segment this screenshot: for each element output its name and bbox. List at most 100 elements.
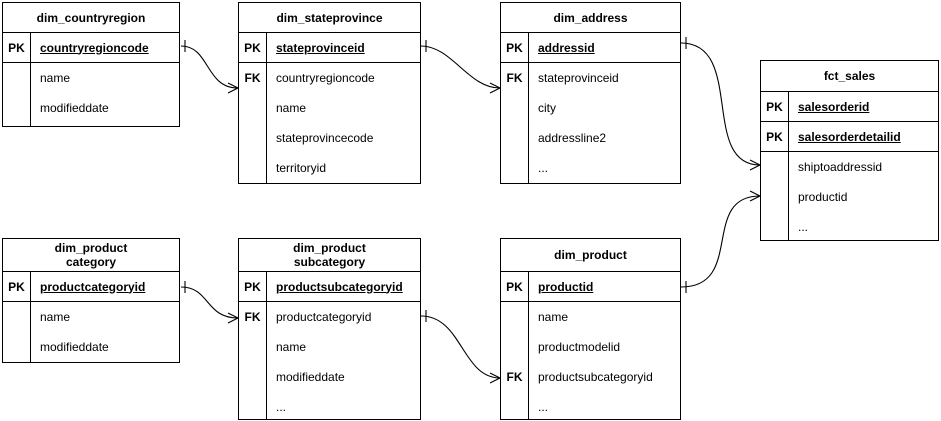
- entity-attributes: name modifieddate: [3, 302, 179, 362]
- key-name-text: salesorderdetailid: [798, 129, 901, 144]
- entity-key-row[interactable]: PK productsubcategoryid: [239, 272, 420, 302]
- attribute-name: territoryid: [276, 161, 327, 175]
- attribute-names: stateprovinceid city addressline2 ...: [529, 63, 680, 183]
- attribute-tag: FK: [244, 310, 261, 324]
- entity-attributes: FK stateprovinceid city addressline2 ...: [501, 63, 680, 183]
- attribute-name: name: [40, 310, 71, 324]
- key-tag: PK: [239, 33, 267, 62]
- attribute-name: name: [276, 101, 307, 115]
- entity-title: dim_product category: [3, 239, 179, 272]
- attribute-tag: [501, 93, 528, 123]
- key-tag: PK: [3, 272, 31, 301]
- key-name: salesorderid: [789, 92, 938, 121]
- entity-dim-address[interactable]: dim_address PK addressid FK stateprovinc…: [500, 2, 681, 184]
- attribute-tag: [501, 332, 528, 362]
- entity-attributes: FK productcategoryid name modifieddate .…: [239, 302, 420, 419]
- key-name-text: productcategoryid: [40, 279, 146, 294]
- key-name: countryregioncode: [31, 33, 179, 62]
- entity-dim-stateprovince[interactable]: dim_stateprovince PK stateprovinceid FK …: [238, 2, 421, 184]
- attribute-name: city: [538, 101, 556, 115]
- key-tag: PK: [3, 33, 31, 62]
- key-name-text: stateprovinceid: [276, 40, 365, 55]
- key-tag: PK: [761, 92, 789, 121]
- attribute-tag: [239, 362, 266, 392]
- attribute-names: name productmodelid productsubcategoryid…: [529, 302, 680, 419]
- attribute-name: productmodelid: [538, 340, 621, 354]
- entity-key-row[interactable]: PK productcategoryid: [3, 272, 179, 302]
- entity-key-row[interactable]: PK addressid: [501, 33, 680, 63]
- attribute-tag: [239, 93, 266, 123]
- key-name: productcategoryid: [31, 272, 179, 301]
- entity-dim-productsubcategory[interactable]: dim_product subcategory PK productsubcat…: [238, 238, 421, 420]
- attribute-tag: [761, 182, 788, 212]
- attribute-name: stateprovincecode: [276, 131, 374, 145]
- entity-title: dim_stateprovince: [239, 3, 420, 33]
- connector-product-fctsales: [680, 190, 761, 293]
- entity-key-row[interactable]: PK countryregioncode: [3, 33, 179, 63]
- attribute-tag: FK: [506, 370, 523, 384]
- attribute-names: shiptoaddressid productid ...: [789, 152, 938, 241]
- entity-key-row[interactable]: PK salesorderdetailid: [761, 122, 938, 152]
- entity-attributes: name modifieddate: [3, 63, 179, 126]
- attribute-name: modifieddate: [276, 370, 345, 384]
- attribute-name: ...: [798, 220, 809, 234]
- attribute-tag: [501, 302, 528, 332]
- attribute-names: name modifieddate: [31, 302, 179, 362]
- attribute-names: productcategoryid name modifieddate ...: [267, 302, 420, 419]
- entity-title: dim_product: [501, 239, 680, 272]
- attribute-tags: [3, 63, 31, 126]
- entity-key-row[interactable]: PK productid: [501, 272, 680, 302]
- entity-dim-productcategory[interactable]: dim_product category PK productcategoryi…: [2, 238, 180, 363]
- entity-title: dim_countryregion: [3, 3, 179, 33]
- attribute-tag: FK: [506, 71, 523, 85]
- attribute-tags: FK: [501, 63, 529, 183]
- attribute-name: countryregioncode: [276, 71, 375, 85]
- attribute-tags: [761, 152, 789, 241]
- attribute-tags: FK: [239, 302, 267, 419]
- key-name: addressid: [529, 33, 680, 62]
- key-name: salesorderdetailid: [789, 122, 938, 151]
- attribute-name: productsubcategoryid: [538, 370, 653, 384]
- attribute-names: countryregioncode name stateprovincecode…: [267, 63, 420, 183]
- attribute-tag: [761, 212, 788, 242]
- attribute-name: modifieddate: [40, 101, 109, 115]
- entity-fct-sales[interactable]: fct_sales PK salesorderid PK salesorderd…: [760, 60, 939, 241]
- key-tag: PK: [501, 272, 529, 301]
- attribute-tag: [239, 392, 266, 421]
- attribute-name: ...: [538, 161, 549, 175]
- key-name-text: salesorderid: [798, 99, 870, 114]
- connector-countryregion-stateprovince: [180, 40, 239, 94]
- key-name: stateprovinceid: [267, 33, 420, 62]
- attribute-tag: [239, 123, 266, 153]
- entity-title: dim_address: [501, 3, 680, 33]
- key-tag: PK: [761, 122, 789, 151]
- attribute-name: shiptoaddressid: [798, 160, 883, 174]
- attribute-name: name: [276, 340, 307, 354]
- connector-address-fctsales: [680, 37, 761, 171]
- connector-productsubcategory-product: [420, 310, 501, 384]
- attribute-tags: FK: [239, 63, 267, 183]
- entity-key-row[interactable]: PK salesorderid: [761, 92, 938, 122]
- key-tag: PK: [239, 272, 267, 301]
- entity-dim-countryregion[interactable]: dim_countryregion PK countryregioncode n…: [2, 2, 180, 127]
- entity-key-row[interactable]: PK stateprovinceid: [239, 33, 420, 63]
- attribute-tag: [3, 302, 30, 332]
- attribute-tag: [3, 332, 30, 362]
- entity-title: dim_product subcategory: [239, 239, 420, 272]
- attribute-name: modifieddate: [40, 340, 109, 354]
- attribute-name: productcategoryid: [276, 310, 372, 324]
- entity-dim-product[interactable]: dim_product PK productid FK name product…: [500, 238, 681, 420]
- connector-stateprovince-address: [420, 40, 501, 94]
- attribute-tag: FK: [244, 71, 261, 85]
- key-name-text: countryregioncode: [40, 40, 149, 55]
- entity-title: fct_sales: [761, 61, 938, 92]
- attribute-names: name modifieddate: [31, 63, 179, 126]
- entity-attributes: shiptoaddressid productid ...: [761, 152, 938, 241]
- key-name: productid: [529, 272, 680, 301]
- attribute-name: name: [538, 310, 569, 324]
- key-name-text: productid: [538, 279, 594, 294]
- attribute-name: productid: [798, 190, 848, 204]
- attribute-name: stateprovinceid: [538, 71, 619, 85]
- attribute-name: ...: [538, 400, 549, 414]
- attribute-tags: FK: [501, 302, 529, 419]
